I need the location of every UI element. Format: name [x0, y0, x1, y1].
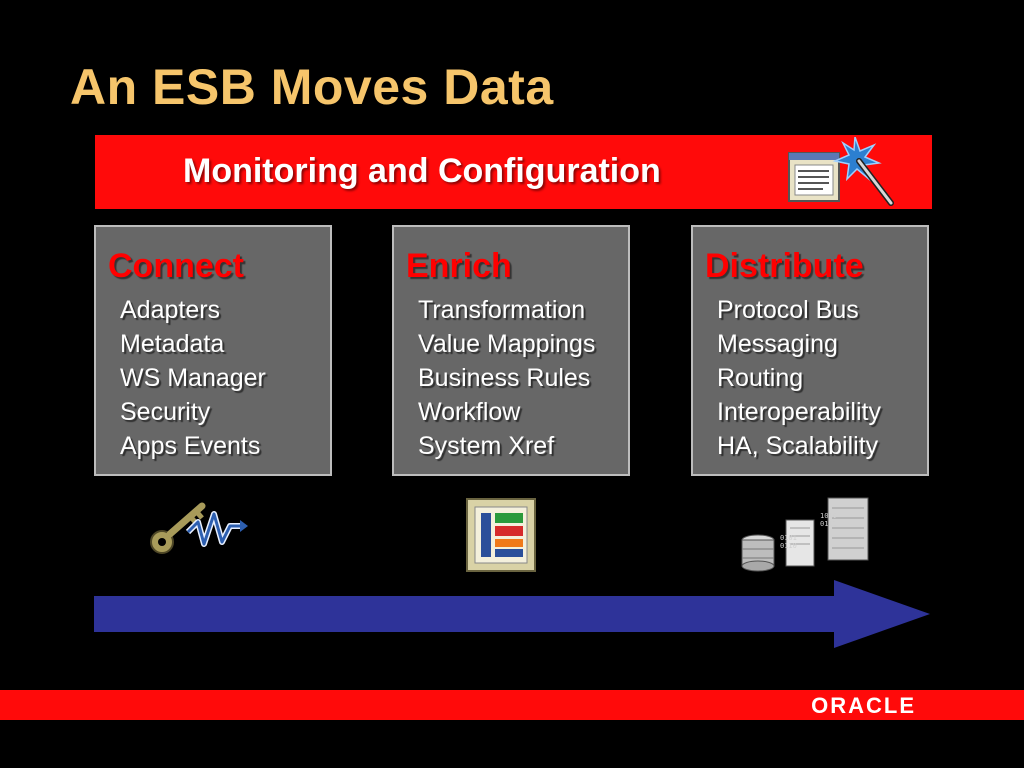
- chart-document-icon: [465, 497, 539, 578]
- svg-text:0101: 0101: [780, 534, 797, 542]
- list-item: Routing: [717, 364, 804, 392]
- panel-title: Connect: [108, 247, 244, 285]
- configuration-wand-icon: [783, 136, 899, 214]
- footer-bar: ORACLE: [0, 690, 1024, 720]
- list-item: Protocol Bus: [717, 296, 859, 324]
- list-item: Interoperability: [717, 398, 881, 426]
- list-item: Adapters: [120, 296, 221, 324]
- banner-label: Monitoring and Configuration: [183, 152, 661, 190]
- svg-text:1010: 1010: [820, 512, 837, 520]
- list-item: System Xref: [418, 432, 555, 460]
- panel-items: Transformation Value Mappings Business R…: [418, 293, 595, 463]
- list-item: WS Manager: [120, 364, 266, 392]
- panel-items: Adapters Metadata WS Manager Security Ap…: [120, 293, 266, 463]
- oracle-logo: ORACLE: [811, 693, 916, 718]
- svg-text:0110: 0110: [780, 542, 797, 550]
- panel-title: Distribute: [705, 247, 864, 285]
- list-item: HA, Scalability: [717, 432, 879, 460]
- svg-text:0111: 0111: [820, 520, 837, 528]
- slide-title: An ESB Moves Data: [70, 59, 554, 115]
- list-item: Transformation: [418, 296, 586, 324]
- panel-connect: Connect Adapters Metadata WS Manager Sec…: [94, 225, 332, 476]
- list-item: Messaging: [717, 330, 838, 358]
- panel-items: Protocol Bus Messaging Routing Interoper…: [717, 293, 881, 463]
- list-item: Security: [120, 398, 211, 426]
- list-item: Value Mappings: [418, 330, 596, 358]
- panel-enrich: Enrich Transformation Value Mappings Bus…: [392, 225, 630, 476]
- key-signal-icon: [146, 498, 248, 561]
- database-servers-icon: 0101 0110 1010 0111: [740, 496, 874, 579]
- panel-title: Enrich: [406, 247, 512, 285]
- flow-arrow-icon: [94, 580, 930, 653]
- monitoring-banner: Monitoring and Configuration: [95, 135, 932, 209]
- list-item: Metadata: [120, 330, 225, 358]
- panel-distribute: Distribute Protocol Bus Messaging Routin…: [691, 225, 929, 476]
- list-item: Workflow: [418, 398, 521, 426]
- list-item: Business Rules: [418, 364, 591, 392]
- list-item: Apps Events: [120, 432, 261, 460]
